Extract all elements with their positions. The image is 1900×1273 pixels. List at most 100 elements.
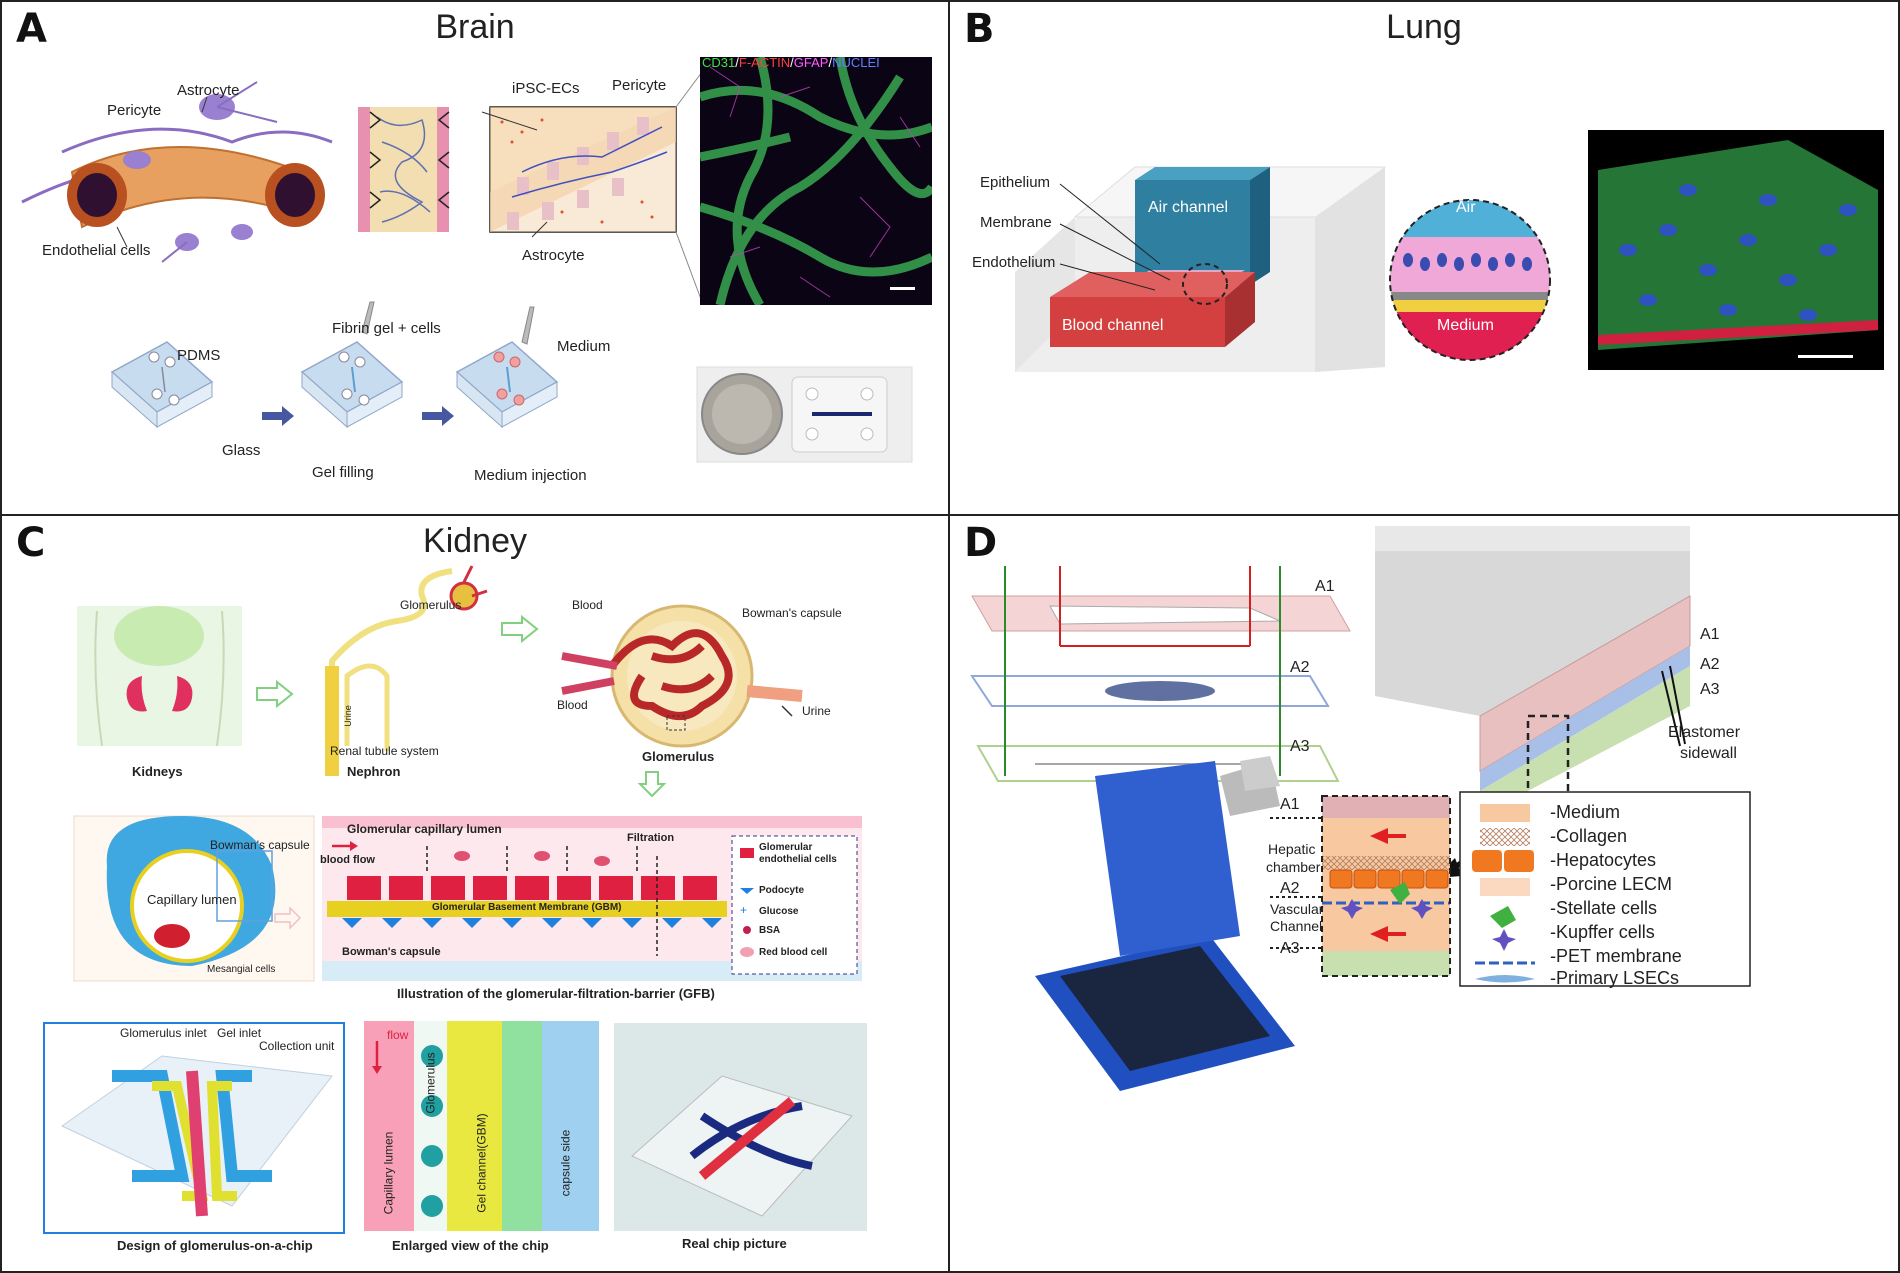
label-pericyte: Pericyte [612, 77, 667, 94]
label-mesangial-cells: Mesangial cells [207, 964, 276, 975]
stain-separator: / [828, 57, 833, 70]
label-urine: Urine [802, 704, 831, 718]
panel-title: Kidney [423, 522, 527, 560]
label-glomerular-capillary-lumen: Glomerular capillary lumen [347, 822, 502, 836]
label-gel-filling: Gel filling [312, 464, 374, 481]
lung-illustrations [1015, 166, 1551, 372]
legend-bsa: BSA [759, 925, 781, 936]
label-medium-injection: Medium injection [474, 467, 587, 484]
gbm-layer [327, 901, 727, 917]
label-ipsc-ecs: iPSC-ECs [512, 80, 580, 97]
gfb-caption: Illustration of the glomerular-filtratio… [397, 986, 715, 1001]
chip-step-3 [455, 306, 559, 429]
clamp-device [1035, 756, 1295, 1091]
label-glomerulus: Glomerulus [400, 598, 462, 612]
legend-endothelial-cells: Glomerular endothelial cells [759, 842, 837, 865]
legend-item: -Kupffer cells [1550, 922, 1655, 942]
label-blood-channel: Blood channel [1062, 317, 1164, 334]
label-kidneys: Kidneys [132, 764, 183, 779]
stain-separator: / [790, 57, 794, 70]
label-a1: A1 [1280, 796, 1300, 813]
legend-item: -Porcine LECM [1550, 874, 1673, 894]
label-hepatic: Hepatic [1268, 841, 1316, 857]
label-a1: A1 [1700, 626, 1720, 643]
stain-cd31: CD31 [702, 57, 736, 70]
liver-illustrations [970, 526, 1751, 1091]
label-a3: A3 [1280, 940, 1300, 957]
chip-real-photo [614, 1023, 867, 1231]
legend-item: -Stellate cells [1550, 898, 1658, 918]
label-air: Air [1456, 199, 1476, 216]
label-glomerulus: Glomerulus [642, 749, 715, 764]
kidneys-figure [77, 606, 242, 747]
stain-gfap: GFAP [793, 57, 829, 70]
stain-separator: / [735, 57, 739, 70]
label-sidewall: sidewall [1680, 745, 1737, 762]
panel-lung: B Lung [948, 0, 1900, 516]
brain-illustrations [21, 71, 913, 463]
gfb-barrier-figure: + [322, 816, 862, 981]
legend-item: -Primary LSECs [1550, 968, 1680, 988]
brain-micrograph: CD31/F-ACTIN/GFAP/NUCLEI [700, 57, 932, 305]
label-glass: Glass [222, 442, 261, 459]
label-blood: Blood [572, 598, 603, 612]
chip-design-figure [43, 1022, 345, 1234]
label-capsule-side: capsule side [558, 1129, 573, 1197]
label-a3: A3 [1290, 738, 1310, 755]
label-glomerulus-inlet: Glomerulus inlet [120, 1026, 207, 1040]
label-nephron: Nephron [347, 764, 401, 779]
label-blood-flow: blood flow [320, 854, 375, 866]
chip-enlarged-figure [364, 1021, 599, 1231]
assembled-chip [1375, 526, 1691, 878]
legend-item: -Medium [1550, 802, 1621, 822]
label-renal-tubule: Renal tubule system [330, 744, 439, 758]
liver-legend [1459, 791, 1751, 987]
label-vascular: Vascular [1270, 901, 1324, 917]
legend-podocyte: Podocyte [759, 885, 805, 896]
gfb-left-figure [73, 815, 315, 982]
label-filtration: Filtration [627, 832, 675, 844]
panel-title: Lung [1386, 8, 1462, 46]
chip-step-2 [300, 301, 404, 429]
blood-channel-block [1050, 297, 1225, 347]
neurovascular-unit [21, 81, 333, 263]
lung-chip-block [1015, 166, 1387, 372]
caption-chip-enlarged: Enlarged view of the chip [392, 1238, 549, 1253]
label-flow: flow [387, 1028, 409, 1042]
label-bowmans-capsule: Bowman's capsule [742, 606, 842, 620]
stain-factin: F-ACTIN [738, 57, 791, 70]
panel-brain: A Brain [0, 0, 950, 516]
label-a1: A1 [1315, 578, 1335, 595]
microfluidic-section-small [358, 107, 450, 232]
caption-chip-design: Design of glomerulus-on-a-chip [117, 1238, 313, 1253]
label-epithelium: Epithelium [980, 174, 1051, 191]
label-glomerulus: Glomerulus [423, 1052, 438, 1114]
svg-text:+: + [740, 903, 747, 917]
label-fibrin-gel: Fibrin gel + cells [332, 320, 441, 337]
arrow-icon [262, 406, 294, 426]
label-medium: Medium [1437, 317, 1494, 334]
stain-nuclei: NUCLEI [832, 57, 880, 70]
chip-step-1 [110, 341, 214, 429]
legend-item: -Hepatocytes [1550, 850, 1657, 870]
label-a3: A3 [1700, 681, 1720, 698]
nephron-figure [325, 565, 488, 776]
layer-stack [1270, 795, 1451, 977]
label-astrocyte: Astrocyte [522, 247, 585, 264]
panel-letter: D [964, 520, 998, 566]
legend-item: -Collagen [1550, 826, 1628, 846]
panel-letter: B [964, 6, 995, 52]
label-channel: Channel [1270, 918, 1323, 934]
label-bowmans-capsule: Bowman's capsule [210, 838, 310, 852]
label-medium: Medium [557, 338, 611, 355]
label-chamber: chamber [1266, 859, 1321, 875]
label-air-channel: Air channel [1148, 199, 1229, 216]
label-elastomer: Elastomer [1668, 724, 1741, 741]
label-a2: A2 [1700, 656, 1720, 673]
label-capillary-lumen: Capillary lumen [381, 1131, 396, 1215]
microfluidic-section-large [489, 106, 677, 233]
label-membrane: Membrane [980, 214, 1052, 231]
panel-letter: A [16, 6, 47, 52]
label-endothelium: Endothelium [972, 254, 1056, 271]
label-blood: Blood [557, 698, 588, 712]
